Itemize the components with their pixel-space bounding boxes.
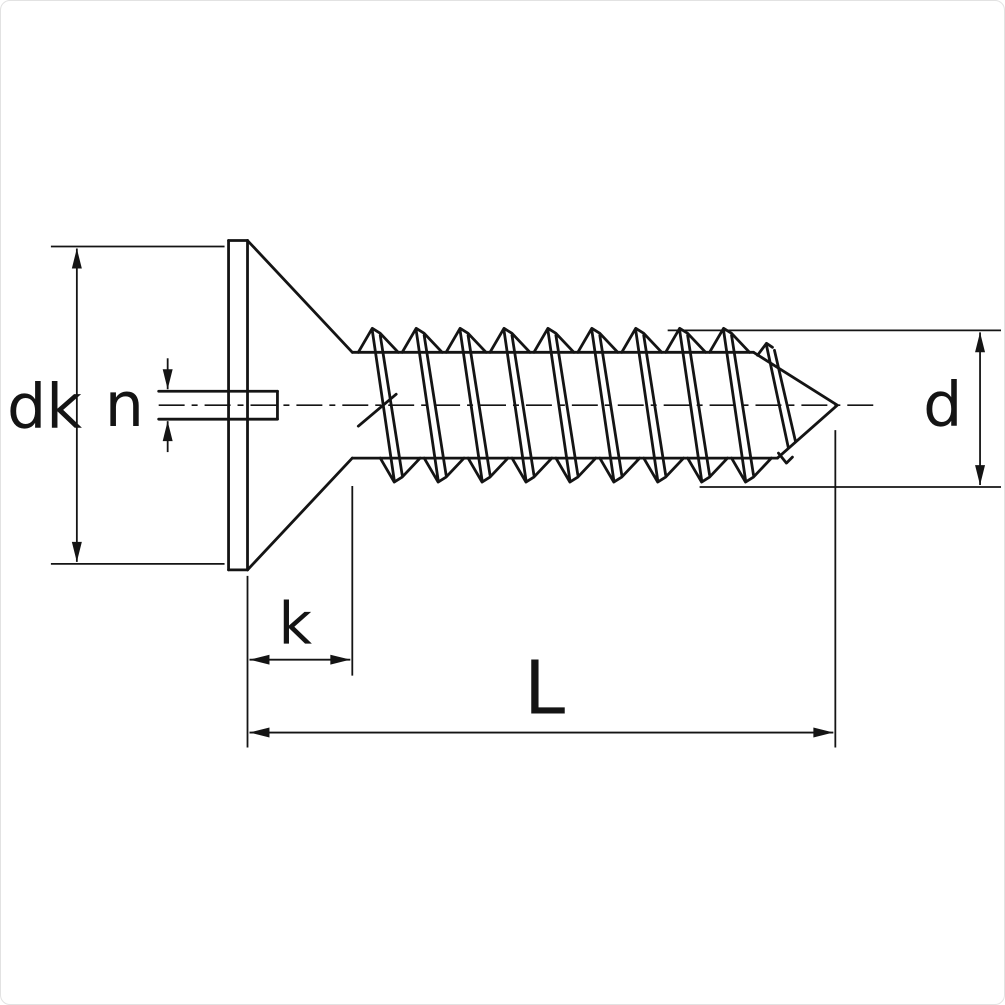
tip-cone-outline: [752, 350, 839, 460]
tip-cone-helix-line-1: [765, 343, 790, 450]
n-label: n: [105, 369, 144, 441]
head-countersink-top-taper: [246, 239, 354, 354]
d-label: d: [923, 369, 962, 441]
dimension-total-length: L: [249, 430, 837, 748]
thread-profile: [350, 326, 839, 484]
dimension-slot-width: n: [105, 358, 173, 453]
tip-cone-top-crest: [756, 341, 774, 357]
dimension-head-diameter: dk: [7, 245, 225, 565]
k-label: k: [278, 590, 312, 658]
dk-label: dk: [7, 371, 82, 443]
dimension-thread-diameter: d: [667, 329, 1002, 488]
tip-cone-helix-line-2: [773, 348, 797, 443]
head-countersink-bottom-taper: [246, 456, 354, 572]
tip-cone-bottom-crest: [777, 451, 794, 465]
L-label: L: [524, 646, 565, 732]
dimension-head-height: k: [246, 486, 354, 748]
screw-head: [157, 239, 354, 572]
